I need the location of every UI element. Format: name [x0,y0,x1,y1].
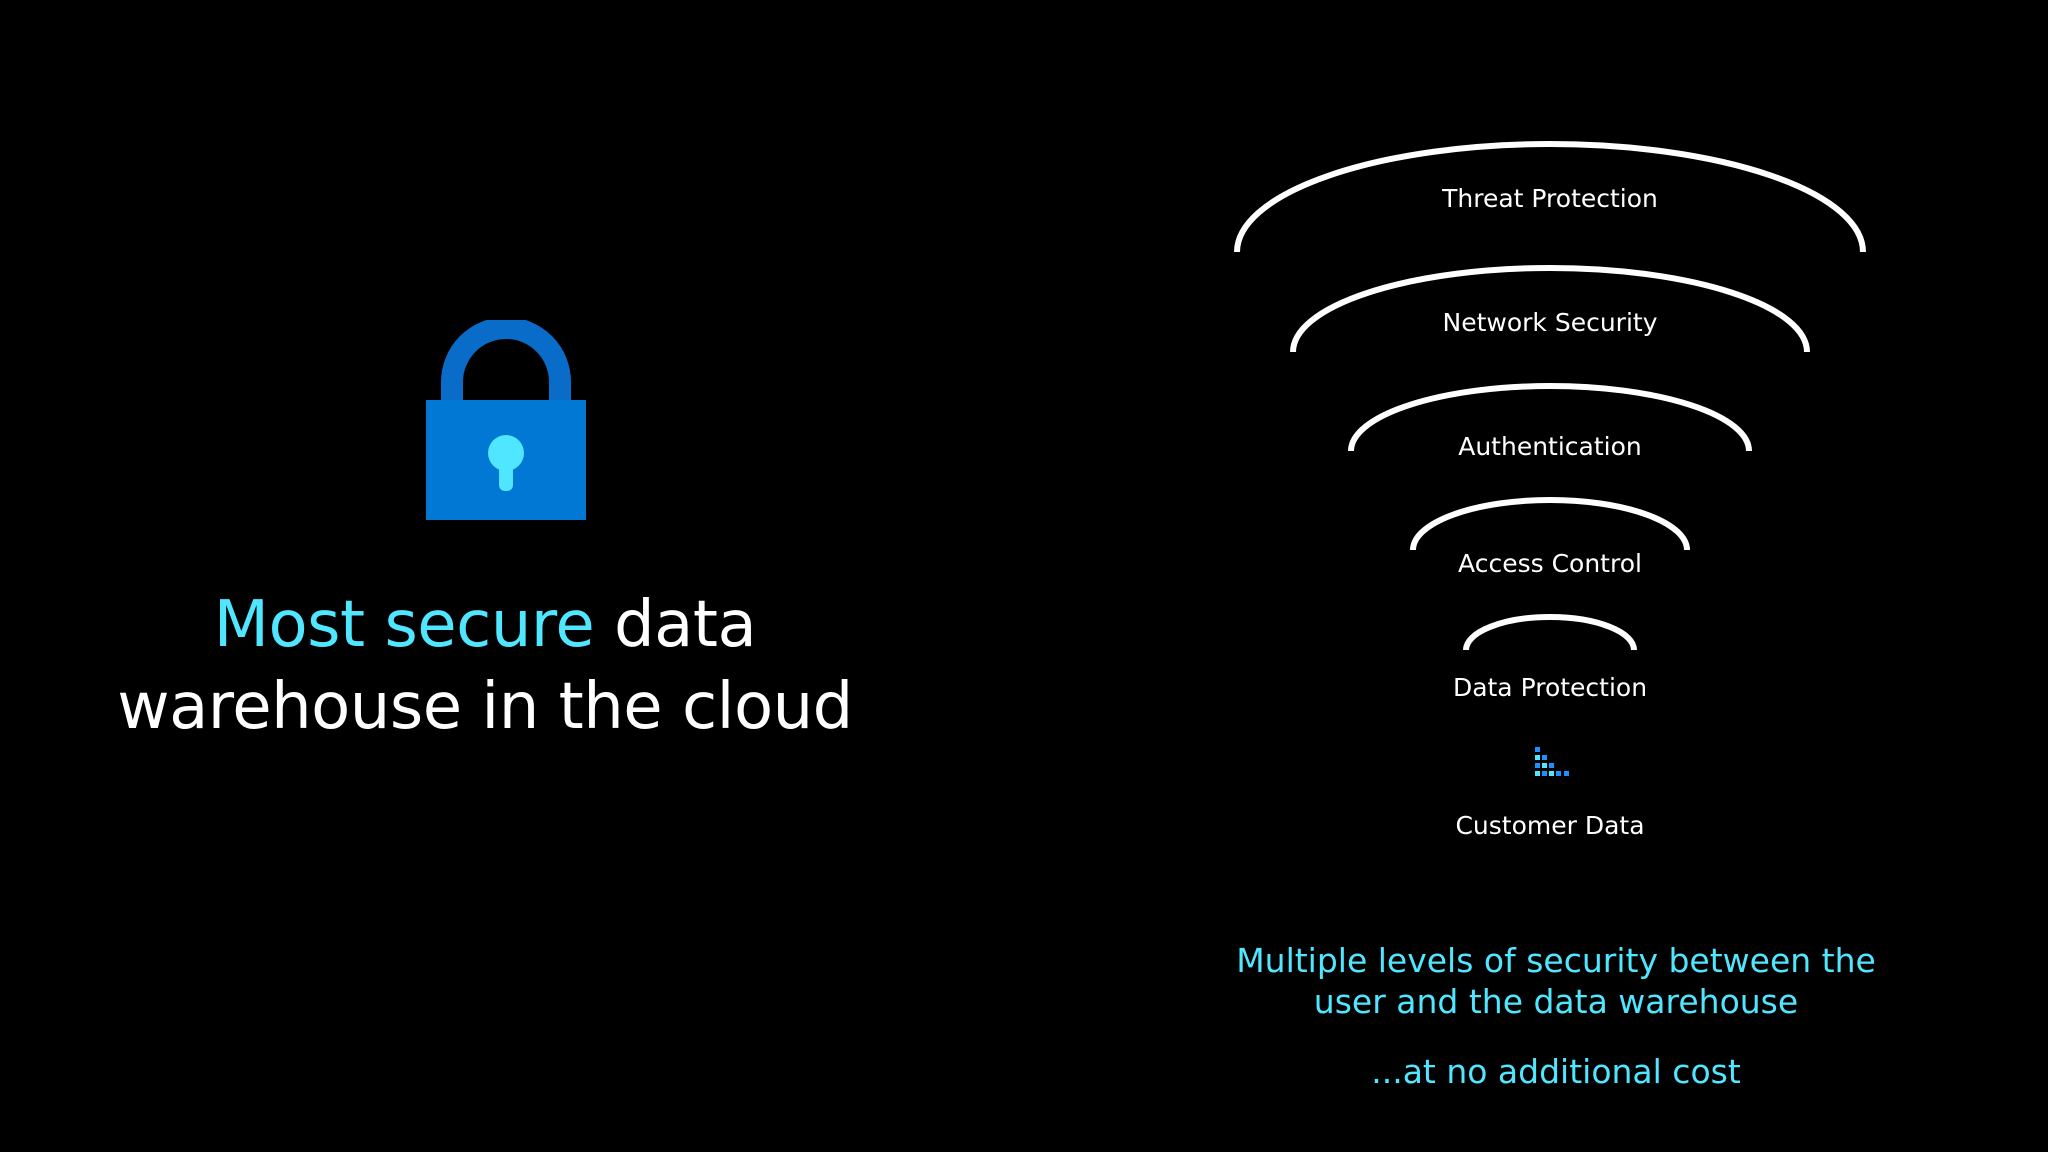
headline: Most secure data warehouse in the cloud [40,584,930,748]
caption-line-2: user and the data warehouse [1313,982,1799,1021]
headline-line-2: warehouse in the cloud [117,670,853,744]
layer-label-threat-protection: Threat Protection [1442,184,1658,213]
lock-icon [426,317,586,520]
headline-accent: Most secure [213,588,595,662]
ring-network-security [1290,265,1810,353]
headline-line-1: Most secure data [40,584,930,666]
caption-subline: ...at no additional cost [1371,1052,1741,1091]
security-layers-diagram: Threat Protection Network Security Authe… [1200,110,1900,870]
layer-label-network-security: Network Security [1442,308,1658,337]
layer-label-data-protection: Data Protection [1452,673,1648,702]
headline-line-1-rest: data [594,588,757,662]
caption: Multiple levels of security between the … [1156,940,1956,1022]
caption-line-1: Multiple levels of security between the [1236,941,1876,980]
data-grid-icon [1533,743,1573,783]
ring-threat-protection [1234,141,1866,253]
core-label-customer-data: Customer Data [1455,811,1645,840]
layer-label-access-control: Access Control [1458,549,1642,578]
ring-authentication [1348,383,1752,452]
layer-label-authentication: Authentication [1458,432,1642,461]
ring-access-control [1410,497,1690,551]
ring-data-protection [1463,614,1637,651]
